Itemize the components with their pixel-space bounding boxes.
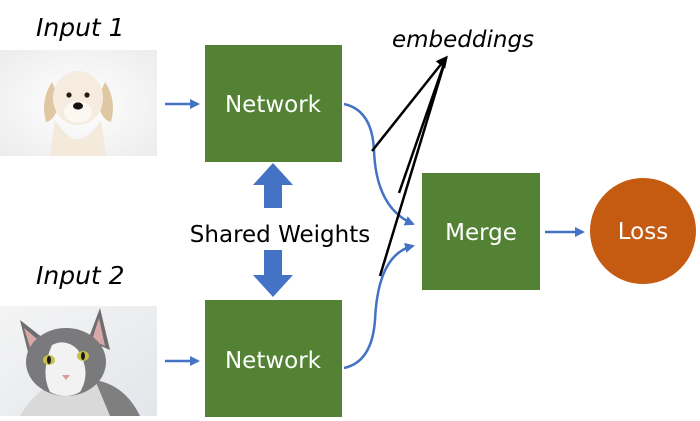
dog-image (0, 50, 157, 156)
cat-image (0, 306, 157, 416)
embedding-pointer-line-3 (378, 57, 448, 277)
top-to-merge-connector (343, 102, 415, 226)
network-bottom-box: Network (205, 300, 342, 417)
network-bottom-label: Network (225, 348, 322, 374)
merge-box: Merge (422, 173, 540, 290)
network-top-label: Network (225, 92, 322, 118)
merge-label: Merge (445, 220, 517, 246)
input-2-label: Input 2 (36, 261, 125, 290)
network-top-box: Network (205, 45, 342, 162)
bottom-to-merge-connector (343, 242, 415, 370)
loss-label: Loss (618, 219, 668, 245)
embeddings-label: embeddings (392, 27, 534, 53)
shared-weights-arrow-up (253, 163, 293, 208)
loss-node: Loss (590, 178, 696, 284)
input-1-label: Input 1 (36, 13, 125, 42)
shared-weights-label: Shared Weights (190, 222, 370, 248)
shared-weights-arrow-down (253, 250, 293, 297)
embedding-pointer-line-1 (371, 55, 448, 152)
